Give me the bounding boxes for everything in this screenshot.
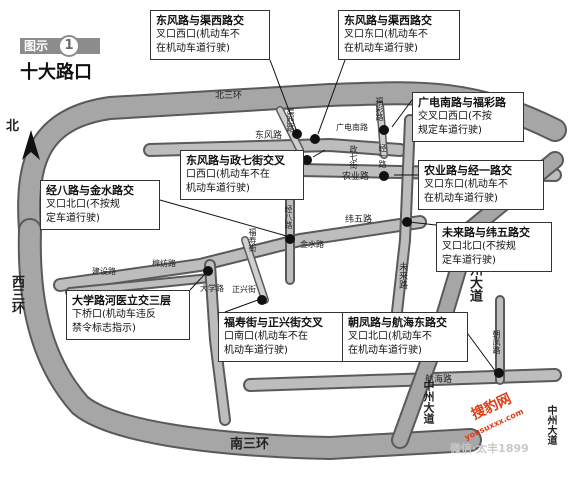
callout-8: 大学路河医立交三层 下桥口(机动车违反 禁令标志指示) (66, 290, 190, 340)
marker-4 (302, 155, 312, 165)
callout-9: 福寿街与正兴街交叉 口南口(机动车不在 机动车道行驶) (218, 312, 344, 362)
callout-1: 东风路与渠西路交 叉口西口(机动车不 在机动车道行驶) (150, 10, 270, 60)
marker-8 (203, 266, 213, 276)
callout-2: 东风路与渠西路交 叉口东口(机动车不 在机动车道行驶) (338, 10, 460, 60)
callout-5: 经八路与金水路交 叉口北口(不按规 定车道行驶) (40, 180, 160, 230)
marker-1 (292, 129, 302, 139)
road-guangdian: 广电南路 (336, 123, 368, 132)
marker-10 (494, 368, 504, 378)
figure-label: 图示 (24, 39, 49, 53)
road-jinshui: 金水路 (300, 240, 324, 249)
north-label: 北 (6, 119, 20, 134)
road-zhongzhou-east: 中州大道 (545, 405, 556, 445)
road-south3: 南三环 (230, 437, 270, 452)
road-hanghai: 航海路 (425, 375, 453, 385)
callout-4: 东风路与政七街交叉 口西口(机动车不在 机动车道行驶) (180, 150, 304, 200)
intersection-markers (203, 125, 504, 378)
arterial-roads (53, 101, 564, 449)
marker-5 (379, 171, 389, 181)
road-quxi: 渠西路 (286, 108, 295, 132)
callout-3: 广电南路与福彩路 交叉口西口(不按 规定车道行驶) (412, 92, 524, 142)
callout-6: 农业路与经一路交 叉口东口(机动车不 在机动车道行驶) (418, 160, 544, 210)
road-jing1: 经一路 (378, 144, 387, 168)
marker-9 (257, 295, 267, 305)
north-arrow-icon (22, 130, 40, 160)
leader-lines (159, 59, 497, 373)
road-mianfang: 棉纺路 (152, 259, 176, 268)
figure-title: 十大路口 (20, 62, 92, 83)
callout-10: 朝凤路与航海东路交 叉口北口(机动车不 在机动车道行驶) (342, 312, 468, 362)
marker-3 (379, 125, 389, 135)
road-fushou: 福寿街 (248, 228, 257, 252)
road-dongfeng: 东风路 (255, 131, 283, 141)
road-jing8: 经八路 (284, 205, 293, 229)
marker-7 (402, 217, 412, 227)
road-zhengxing: 正兴街 (232, 285, 256, 294)
road-jianshe: 建设路 (92, 267, 116, 276)
watermark-brand: 微信·太丰1899 (450, 442, 529, 455)
figure-number: 1 (58, 35, 80, 57)
road-nongye: 农业路 (342, 172, 370, 182)
road-fucai: 福彩路 (375, 97, 384, 121)
road-weilai: 未来路 (397, 262, 407, 289)
marker-2 (310, 134, 320, 144)
road-zhongzhou-south: 中州大道 (422, 380, 435, 424)
road-zhengqi: 政七街 (349, 145, 358, 169)
marker-6 (285, 234, 295, 244)
road-daxue: 大学路 (200, 284, 224, 293)
road-wei5: 纬五路 (345, 215, 373, 225)
road-north3: 北三环 (215, 91, 243, 101)
road-west3: 西三环 (9, 275, 24, 314)
callout-7: 未来路与纬五路交 叉口北口(不按规 定车道行驶) (436, 222, 552, 272)
road-chaofeng: 朝凤路 (492, 330, 501, 354)
